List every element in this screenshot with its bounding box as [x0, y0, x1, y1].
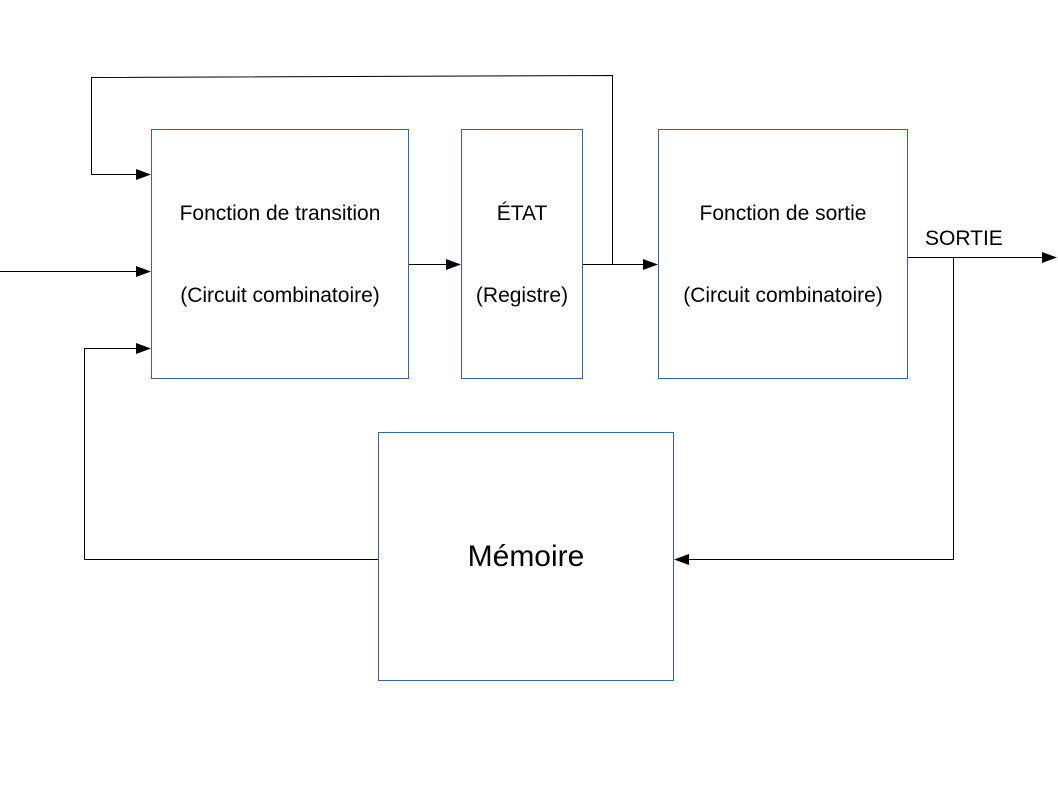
memory-to-transition-arrow	[84, 343, 378, 560]
output-signal-label: SORTIE	[925, 227, 1003, 250]
memory-title: Mémoire	[468, 540, 585, 573]
external-input-arrow	[0, 266, 151, 277]
memory-block: Mémoire	[378, 432, 674, 681]
transition-function-subtitle: (Circuit combinatoire)	[180, 284, 380, 307]
state-register-block: ÉTAT (Registre)	[461, 129, 583, 379]
output-function-title: Fonction de sortie	[700, 202, 867, 225]
output-to-memory-arrow	[674, 257, 954, 565]
output-signal-arrow: SORTIE	[908, 227, 1057, 263]
output-function-block: Fonction de sortie (Circuit combinatoire…	[658, 129, 908, 379]
state-register-subtitle: (Registre)	[476, 284, 568, 307]
output-function-subtitle: (Circuit combinatoire)	[683, 284, 883, 307]
state-feedback-arrow	[91, 74, 613, 265]
transition-function-title: Fonction de transition	[180, 202, 381, 225]
state-register-title: ÉTAT	[497, 202, 548, 225]
state-to-output-arrow	[583, 259, 658, 270]
transition-function-block: Fonction de transition (Circuit combinat…	[151, 129, 409, 379]
transition-to-state-arrow	[409, 259, 461, 270]
